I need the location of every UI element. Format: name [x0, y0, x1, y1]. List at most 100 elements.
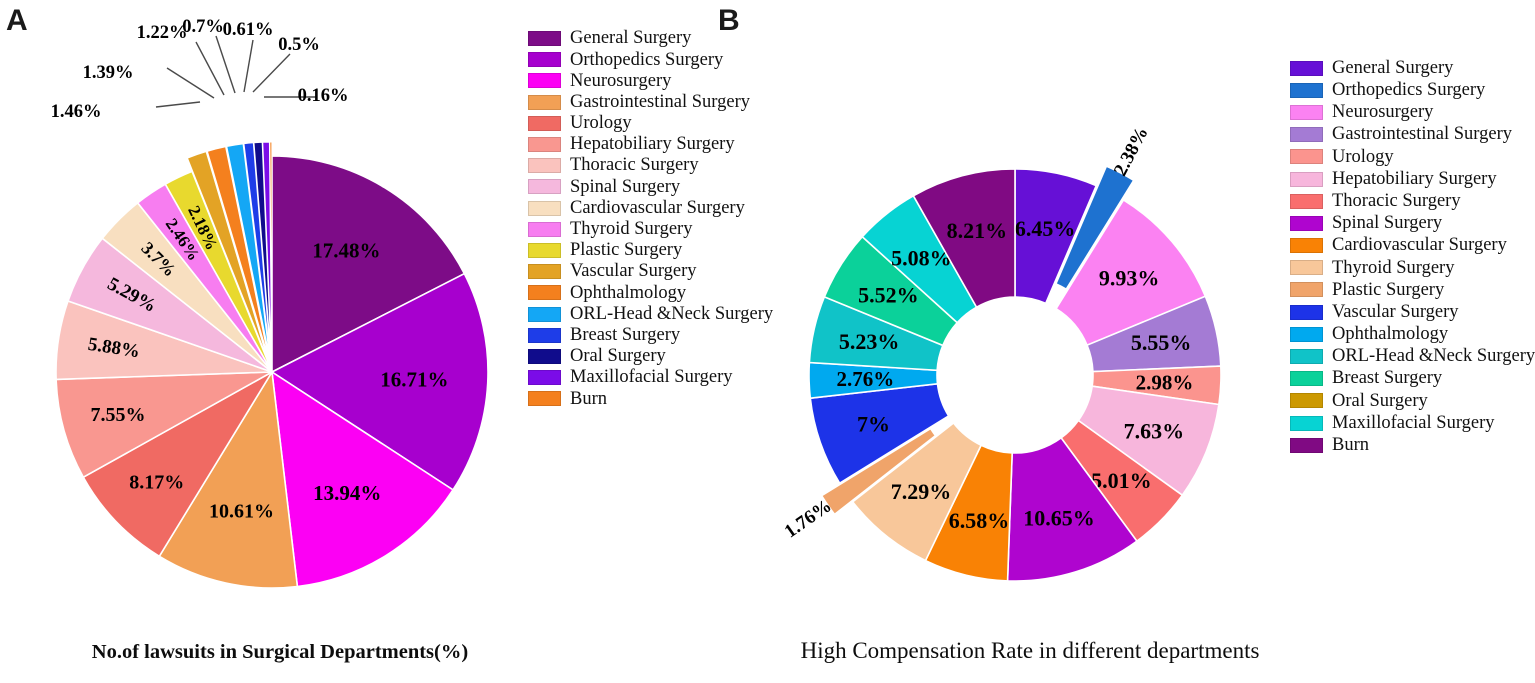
donut-slice[interactable]	[851, 421, 983, 562]
donut-slice[interactable]	[1054, 165, 1135, 291]
legend-item[interactable]: Spinal Surgery	[1290, 212, 1535, 234]
legend-item[interactable]: Orthopedics Surgery	[528, 49, 773, 70]
legend-color-swatch-icon	[1290, 260, 1323, 276]
donut-slice[interactable]	[1014, 168, 1098, 305]
legend-item[interactable]: Thoracic Surgery	[1290, 190, 1535, 212]
legend-item[interactable]: Spinal Surgery	[528, 176, 773, 197]
donut-slice-value-label: 7.29%	[891, 479, 952, 504]
legend-item-label: Vascular Surgery	[1332, 301, 1459, 322]
legend-item[interactable]: Neurosurgery	[528, 70, 773, 91]
pie-slice-value-label: 1.39%	[83, 63, 134, 83]
pie-slice[interactable]	[164, 170, 273, 373]
legend-item[interactable]: General Surgery	[528, 28, 773, 49]
donut-slice-value-label: 2.38%	[1110, 123, 1153, 179]
pie-slice[interactable]	[82, 369, 275, 558]
legend-item[interactable]: Plastic Surgery	[528, 240, 773, 261]
donut-slice[interactable]	[912, 168, 1016, 309]
lawsuits-pie-chart: 17.48%16.71%13.94%10.61%8.17%7.55%5.88%5…	[55, 141, 489, 589]
pie-slice-value-label: 17.48%	[312, 238, 380, 262]
legend-item-label: ORL-Head &Neck Surgery	[570, 303, 774, 324]
pie-slice[interactable]	[270, 272, 489, 491]
callout-leader-line	[155, 101, 201, 108]
callout-leader-line	[195, 41, 225, 96]
donut-slice-value-label: 6.58%	[949, 508, 1010, 533]
donut-slice-value-label: 6.45%	[1015, 216, 1076, 241]
legend-item[interactable]: Cardiovascular Surgery	[1290, 235, 1535, 257]
legend-item[interactable]: Hepatobiliary Surgery	[528, 134, 773, 155]
legend-item[interactable]: Breast Surgery	[528, 325, 773, 346]
legend-item-label: Hepatobiliary Surgery	[570, 134, 735, 155]
legend-item[interactable]: General Surgery	[1290, 57, 1535, 79]
legend-item[interactable]: Burn	[528, 388, 773, 409]
pie-slice-value-label: 7.55%	[91, 404, 146, 426]
legend-color-swatch-icon	[528, 73, 561, 89]
pie-slice[interactable]	[206, 146, 270, 359]
legend-color-swatch-icon	[1290, 238, 1323, 254]
legend-color-swatch-icon	[1290, 437, 1323, 453]
legend-color-swatch-icon	[528, 158, 561, 174]
legend-item[interactable]: Breast Surgery	[1290, 368, 1535, 390]
legend-item[interactable]: Ophthalmology	[528, 282, 773, 303]
legend-item-label: Thoracic Surgery	[1332, 190, 1461, 211]
compensation-donut-chart: 6.45%2.38%9.93%5.55%2.98%7.63%5.01%10.65…	[781, 123, 1222, 582]
donut-slice-value-label: 5.55%	[1131, 330, 1192, 355]
legend-item[interactable]: Hepatobiliary Surgery	[1290, 168, 1535, 190]
pie-slice[interactable]	[271, 155, 466, 374]
legend-item-label: Orthopedics Surgery	[1332, 80, 1486, 101]
pie-slice-value-label: 16.71%	[380, 367, 448, 391]
legend-item[interactable]: Thyroid Surgery	[1290, 257, 1535, 279]
legend-item[interactable]: Thyroid Surgery	[528, 219, 773, 240]
legend-item-label: Breast Surgery	[1332, 368, 1443, 389]
legend-item-label: Cardiovascular Surgery	[1332, 235, 1507, 256]
legend-item-label: Breast Surgery	[570, 324, 681, 345]
pie-slice-value-label: 1.46%	[51, 102, 102, 122]
pie-slice-value-label: 0.7%	[182, 17, 224, 37]
legend-item[interactable]: Cardiovascular Surgery	[528, 198, 773, 219]
pie-slice[interactable]	[226, 143, 271, 359]
legend-color-swatch-icon	[1290, 326, 1323, 342]
legend-color-swatch-icon	[528, 137, 561, 153]
legend-item-label: Plastic Surgery	[1332, 279, 1445, 300]
legend-item[interactable]: Oral Surgery	[528, 346, 773, 367]
legend-item[interactable]: Thoracic Surgery	[528, 155, 773, 176]
callout-leader-line	[252, 53, 291, 93]
legend-item-label: Hepatobiliary Surgery	[1332, 168, 1497, 189]
legend-item[interactable]: Orthopedics Surgery	[1290, 79, 1535, 101]
pie-slice[interactable]	[269, 141, 273, 359]
legend-item[interactable]: Oral Surgery	[1290, 390, 1535, 412]
legend-color-swatch-icon	[528, 242, 561, 258]
legend-item-label: Neurosurgery	[1332, 102, 1434, 123]
legend-item[interactable]: Ophthalmology	[1290, 323, 1535, 345]
legend-color-swatch-icon	[1290, 127, 1323, 143]
legend-item[interactable]: Burn	[1290, 434, 1535, 456]
legend-item[interactable]: Maxillofacial Surgery	[1290, 412, 1535, 434]
legend-color-swatch-icon	[528, 306, 561, 322]
pie-slice[interactable]	[243, 142, 272, 359]
pie-slice[interactable]	[158, 369, 299, 589]
legend-item[interactable]: Vascular Surgery	[528, 261, 773, 282]
legend-item[interactable]: Gastrointestinal Surgery	[1290, 124, 1535, 146]
legend-color-swatch-icon	[1290, 304, 1323, 320]
donut-slice[interactable]	[820, 427, 937, 516]
legend-item[interactable]: Plastic Surgery	[1290, 279, 1535, 301]
legend-item[interactable]: ORL-Head &Neck Surgery	[528, 303, 773, 324]
legend-item-label: Neurosurgery	[570, 70, 672, 91]
pie-slice[interactable]	[55, 371, 273, 479]
legend-item-label: Maxillofacial Surgery	[1332, 412, 1495, 433]
legend-color-swatch-icon	[1290, 149, 1323, 165]
donut-slice-value-label: 5.23%	[839, 329, 900, 354]
pie-slice[interactable]	[271, 370, 455, 588]
legend-item[interactable]: Neurosurgery	[1290, 101, 1535, 123]
legend-item[interactable]: Urology	[528, 113, 773, 134]
legend-item[interactable]: Vascular Surgery	[1290, 301, 1535, 323]
legend-item[interactable]: ORL-Head &Neck Surgery	[1290, 345, 1535, 367]
donut-slice-value-label: 8.21%	[947, 218, 1008, 243]
legend-item[interactable]: Urology	[1290, 146, 1535, 168]
legend-color-swatch-icon	[528, 179, 561, 195]
legend-item[interactable]: Gastrointestinal Surgery	[528, 92, 773, 113]
legend-item[interactable]: Maxillofacial Surgery	[528, 367, 773, 388]
legend-item-label: Ophthalmology	[1332, 324, 1449, 345]
pie-slice[interactable]	[186, 150, 268, 359]
